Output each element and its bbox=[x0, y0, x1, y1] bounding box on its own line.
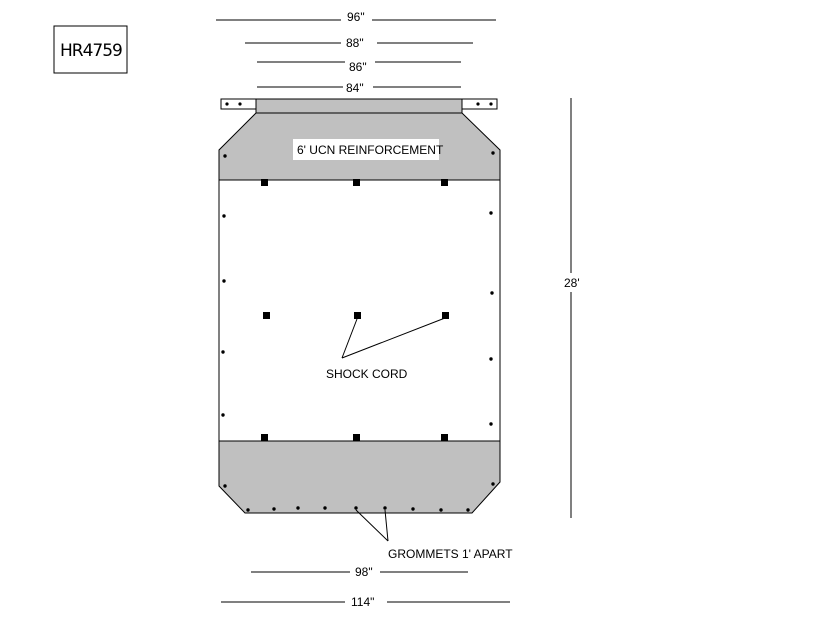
dimension-98: 98" bbox=[251, 565, 468, 579]
side-grommets bbox=[221, 151, 495, 488]
dimension-96: 96" bbox=[216, 10, 496, 24]
grommets-label: GROMMETS 1' APART bbox=[388, 547, 513, 561]
dimension-114: 114" bbox=[221, 595, 510, 609]
shock-cord-anchors bbox=[261, 179, 449, 441]
reinforcement-label-box bbox=[293, 139, 439, 160]
reinforcement-label: 6' UCN REINFORCEMENT bbox=[297, 143, 444, 157]
shock-cord-label: SHOCK CORD bbox=[326, 367, 408, 381]
dimension-88: 88" bbox=[245, 36, 473, 50]
svg-text:114": 114" bbox=[351, 595, 374, 609]
svg-text:88": 88" bbox=[346, 36, 364, 50]
grommet-leaders bbox=[355, 509, 389, 542]
dimension-84: 84" bbox=[257, 81, 461, 95]
bottom-reinforcement bbox=[218, 440, 501, 514]
tarp-body bbox=[218, 179, 501, 442]
top-left-tab bbox=[220, 98, 257, 110]
svg-text:84": 84" bbox=[346, 81, 364, 95]
shock-cord-leaders bbox=[341, 317, 446, 359]
part-number: HR4759 bbox=[60, 41, 122, 61]
part-number-box bbox=[53, 25, 128, 74]
svg-text:98": 98" bbox=[355, 565, 373, 579]
bottom-grommets bbox=[246, 506, 470, 512]
dimension-86: 86" bbox=[257, 60, 461, 74]
svg-text:86": 86" bbox=[349, 60, 367, 74]
top-right-tab bbox=[461, 98, 498, 110]
svg-text:28': 28' bbox=[564, 276, 580, 290]
svg-text:96": 96" bbox=[347, 10, 365, 24]
dimension-length: 28' bbox=[564, 98, 580, 518]
top-flap bbox=[255, 98, 463, 114]
